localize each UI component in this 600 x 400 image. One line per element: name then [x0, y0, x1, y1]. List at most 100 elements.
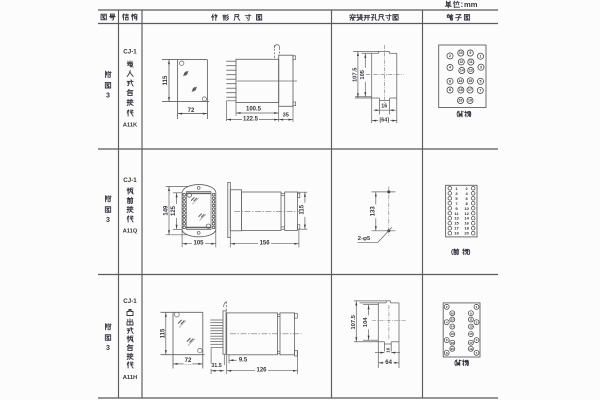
- svg-text:12: 12: [459, 60, 463, 64]
- svg-text:2: 2: [449, 54, 451, 58]
- svg-text:16: 16: [385, 347, 390, 353]
- svg-text:(: (: [451, 248, 454, 255]
- svg-text:10: 10: [459, 51, 463, 55]
- svg-text:6: 6: [449, 79, 451, 83]
- svg-text:CJ-1: CJ-1: [123, 177, 137, 184]
- svg-text:[64]: [64]: [380, 118, 390, 124]
- svg-text:9.5: 9.5: [239, 357, 248, 363]
- svg-text:3: 3: [106, 217, 110, 224]
- svg-text:72: 72: [185, 358, 192, 364]
- svg-text:): ): [469, 111, 471, 118]
- svg-text:18: 18: [459, 88, 463, 92]
- svg-text:mm: mm: [464, 0, 478, 9]
- svg-text:17: 17: [468, 88, 472, 92]
- svg-text:122.5: 122.5: [243, 117, 259, 123]
- svg-text:3: 3: [455, 191, 458, 196]
- svg-text:3: 3: [106, 93, 110, 100]
- svg-text:14: 14: [464, 216, 469, 221]
- svg-text:5: 5: [476, 338, 478, 342]
- svg-text:14: 14: [451, 325, 455, 329]
- svg-text:20: 20: [451, 347, 455, 351]
- svg-text:72: 72: [188, 108, 195, 114]
- svg-text:3: 3: [476, 320, 478, 324]
- svg-text:5: 5: [480, 79, 482, 83]
- svg-text:105: 105: [193, 241, 204, 247]
- svg-text:13: 13: [469, 69, 473, 73]
- svg-text:15: 15: [454, 221, 459, 226]
- svg-text:19: 19: [468, 99, 472, 103]
- svg-text:9: 9: [470, 311, 472, 315]
- svg-text:115: 115: [160, 328, 166, 338]
- svg-text:11: 11: [469, 318, 473, 322]
- svg-text:13: 13: [454, 216, 459, 221]
- svg-text:4: 4: [465, 191, 468, 196]
- svg-text:8: 8: [446, 351, 448, 355]
- svg-text:4: 4: [449, 66, 451, 70]
- svg-text:133: 133: [370, 206, 376, 217]
- svg-text:6: 6: [446, 338, 448, 342]
- svg-text:16: 16: [451, 332, 455, 336]
- svg-text:107.5: 107.5: [352, 67, 358, 82]
- svg-text:CJ-1: CJ-1: [123, 49, 137, 56]
- svg-text:16: 16: [464, 221, 469, 226]
- svg-text:4: 4: [446, 320, 448, 324]
- svg-text:17: 17: [454, 226, 459, 231]
- svg-text:35: 35: [283, 112, 289, 118]
- svg-text:31.5: 31.5: [211, 363, 222, 369]
- svg-text:17: 17: [469, 341, 473, 345]
- svg-text:1: 1: [480, 54, 482, 58]
- svg-text:9: 9: [469, 51, 471, 55]
- svg-text:16: 16: [381, 103, 387, 109]
- svg-text:3: 3: [106, 345, 110, 352]
- svg-text:115: 115: [300, 204, 306, 214]
- svg-text:): ): [467, 359, 469, 366]
- svg-text:(: (: [456, 111, 459, 118]
- svg-text:156: 156: [260, 241, 271, 247]
- svg-text:A11Q: A11Q: [123, 229, 138, 235]
- svg-text:104: 104: [363, 317, 369, 327]
- svg-text:CJ-1: CJ-1: [123, 298, 137, 305]
- svg-text:A11H: A11H: [123, 375, 138, 381]
- svg-text:8: 8: [449, 88, 451, 92]
- svg-text:18: 18: [451, 341, 455, 345]
- svg-text:11: 11: [454, 211, 459, 216]
- svg-text:9: 9: [455, 206, 458, 211]
- svg-text:10: 10: [451, 311, 455, 315]
- svg-text:18: 18: [464, 226, 469, 231]
- svg-text:11: 11: [469, 60, 473, 64]
- svg-text:(: (: [454, 359, 457, 366]
- svg-text:2: 2: [446, 305, 448, 309]
- svg-text:7: 7: [455, 201, 458, 206]
- svg-text:125: 125: [171, 205, 177, 216]
- svg-text:A11K: A11K: [123, 123, 138, 129]
- svg-text:19: 19: [454, 231, 459, 236]
- svg-text:12: 12: [451, 318, 455, 322]
- svg-text:1: 1: [476, 305, 478, 309]
- svg-text:12: 12: [464, 211, 469, 216]
- svg-text:10: 10: [464, 206, 469, 211]
- svg-text:15: 15: [468, 79, 472, 83]
- svg-text:3: 3: [480, 65, 482, 69]
- svg-text:6: 6: [465, 196, 468, 201]
- svg-text:7: 7: [476, 351, 478, 355]
- svg-text:126: 126: [256, 368, 267, 374]
- svg-text:64: 64: [385, 360, 392, 366]
- svg-text::: :: [460, 0, 463, 9]
- svg-text:5: 5: [455, 196, 458, 201]
- svg-text:19: 19: [469, 347, 473, 351]
- svg-text:7: 7: [479, 89, 481, 93]
- svg-text:107.5: 107.5: [351, 314, 357, 329]
- svg-text:13: 13: [469, 325, 473, 329]
- svg-text:8: 8: [465, 201, 468, 206]
- svg-text:20: 20: [459, 99, 463, 103]
- svg-text:15: 15: [469, 332, 473, 336]
- svg-text:): ): [468, 248, 470, 255]
- svg-text:14: 14: [460, 69, 464, 73]
- svg-text:16: 16: [459, 79, 463, 83]
- svg-text:149: 149: [164, 205, 170, 216]
- svg-text:2: 2: [465, 186, 468, 191]
- svg-text:2-φ5: 2-φ5: [358, 236, 371, 242]
- svg-text:100.5: 100.5: [246, 107, 262, 113]
- svg-text:105: 105: [360, 69, 366, 79]
- svg-text:115: 115: [163, 75, 169, 85]
